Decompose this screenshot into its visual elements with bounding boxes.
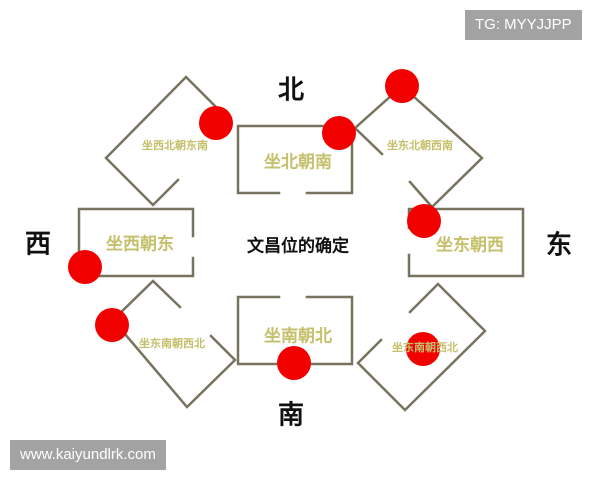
wenchang-marker	[385, 69, 419, 103]
southeast-room-outline	[356, 282, 487, 412]
west-label: 西	[24, 229, 52, 260]
northwest-room-outline	[104, 75, 217, 207]
south-label: 南	[277, 400, 305, 431]
center-title: 文昌位的确定	[247, 236, 349, 257]
west-room-label: 坐西朝东	[106, 234, 174, 255]
north-room-outline	[236, 124, 354, 195]
watermark-bottom-left: www.kaiyundlrk.com	[10, 440, 166, 470]
northeast-room-outline	[353, 84, 484, 209]
northeast-room-label: 坐东北朝西南	[387, 139, 453, 152]
southwest-room-outline	[111, 279, 237, 409]
southeast-room-label: 坐东南朝西北	[392, 341, 458, 354]
wenchang-marker	[277, 346, 311, 380]
west-room-outline	[77, 207, 195, 278]
southwest-room-label: 坐东南朝西北	[139, 337, 205, 350]
north-room-label: 坐北朝南	[264, 152, 332, 173]
north-label: 北	[277, 75, 305, 106]
wenchang-marker	[322, 116, 356, 150]
wenchang-marker	[407, 204, 441, 238]
south-room-label: 坐南朝北	[264, 326, 332, 347]
northwest-room-label: 坐西北朝东南	[142, 139, 208, 152]
east-label: 东	[545, 230, 573, 261]
wenchang-marker	[68, 250, 102, 284]
east-room-outline	[407, 207, 525, 278]
wenchang-marker	[95, 308, 129, 342]
east-room-label: 坐东朝西	[436, 235, 504, 256]
wenchang-marker	[406, 332, 440, 366]
wenchang-marker	[199, 106, 233, 140]
watermark-top-right: TG: MYYJJPP	[465, 10, 582, 40]
